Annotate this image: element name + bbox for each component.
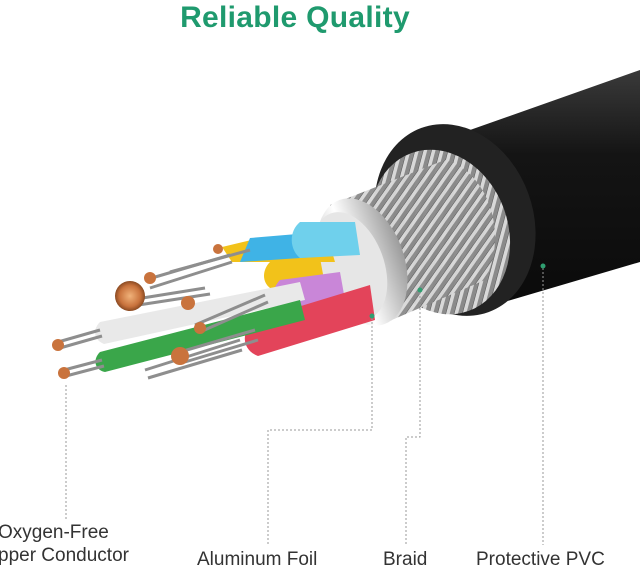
leader-dots bbox=[369, 263, 546, 319]
wire-green bbox=[95, 300, 305, 372]
wire-bundle bbox=[95, 222, 375, 372]
label-aluminum-foil: Aluminum Foil bbox=[197, 549, 318, 570]
leader-braid bbox=[405, 292, 421, 545]
leader-lines bbox=[65, 268, 544, 545]
label-braid: Braid bbox=[383, 549, 428, 570]
label-protective-pvc: Protective PVC bbox=[476, 549, 605, 570]
label-oxygen-free: Oxygen-Free bbox=[0, 522, 109, 543]
wire-light-blue bbox=[291, 222, 360, 258]
wire-white bbox=[95, 282, 305, 344]
leader-foil bbox=[267, 318, 373, 545]
wire-red bbox=[244, 285, 375, 356]
copper-strands bbox=[57, 248, 269, 380]
page-title: Reliable Quality bbox=[180, 1, 410, 34]
copper-ends bbox=[52, 244, 223, 379]
label-copper-conductor: pper Conductor bbox=[0, 545, 129, 566]
